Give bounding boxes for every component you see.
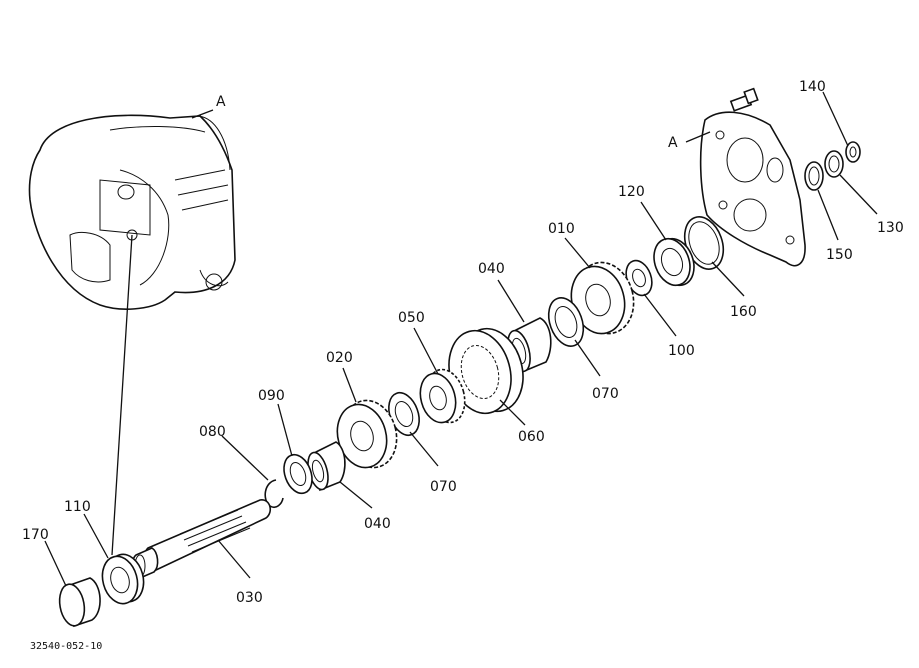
part-170-cap xyxy=(58,577,101,628)
part-040-needle-bearing-bottom xyxy=(307,441,346,492)
part-030-shaft xyxy=(131,499,272,579)
part-150-washer xyxy=(804,161,824,191)
label-130: 130 xyxy=(877,220,904,236)
label-090: 090 xyxy=(258,388,285,404)
label-070-right: 070 xyxy=(592,386,619,402)
part-140-nut xyxy=(845,141,861,163)
bolt xyxy=(729,87,759,112)
label-060: 060 xyxy=(518,429,545,445)
label-140: 140 xyxy=(799,79,826,95)
label-040-top: 040 xyxy=(478,261,505,277)
label-100: 100 xyxy=(668,343,695,359)
part-070-washer-right xyxy=(547,297,585,347)
drawing-number: 32540-052-10 xyxy=(30,641,102,652)
cover-plate xyxy=(699,111,806,267)
part-160-snap-ring xyxy=(683,216,725,270)
part-130-ring xyxy=(824,150,844,178)
label-030: 030 xyxy=(236,590,263,606)
label-040-bottom: 040 xyxy=(364,516,391,532)
label-010: 010 xyxy=(548,221,575,237)
label-160: 160 xyxy=(730,304,757,320)
label-a-left: A xyxy=(216,94,226,110)
part-050-hub xyxy=(419,368,466,424)
part-120-bearing xyxy=(653,237,695,287)
label-120: 120 xyxy=(618,184,645,200)
part-020-gear xyxy=(336,399,398,469)
label-110: 110 xyxy=(64,499,91,515)
label-080: 080 xyxy=(199,424,226,440)
label-170: 170 xyxy=(22,527,49,543)
label-a-right: A xyxy=(668,135,678,151)
label-150: 150 xyxy=(826,247,853,263)
label-050: 050 xyxy=(398,310,425,326)
part-110-bearing xyxy=(101,553,145,605)
label-020: 020 xyxy=(326,350,353,366)
label-070-mid: 070 xyxy=(430,479,457,495)
transmission-housing xyxy=(28,114,236,310)
